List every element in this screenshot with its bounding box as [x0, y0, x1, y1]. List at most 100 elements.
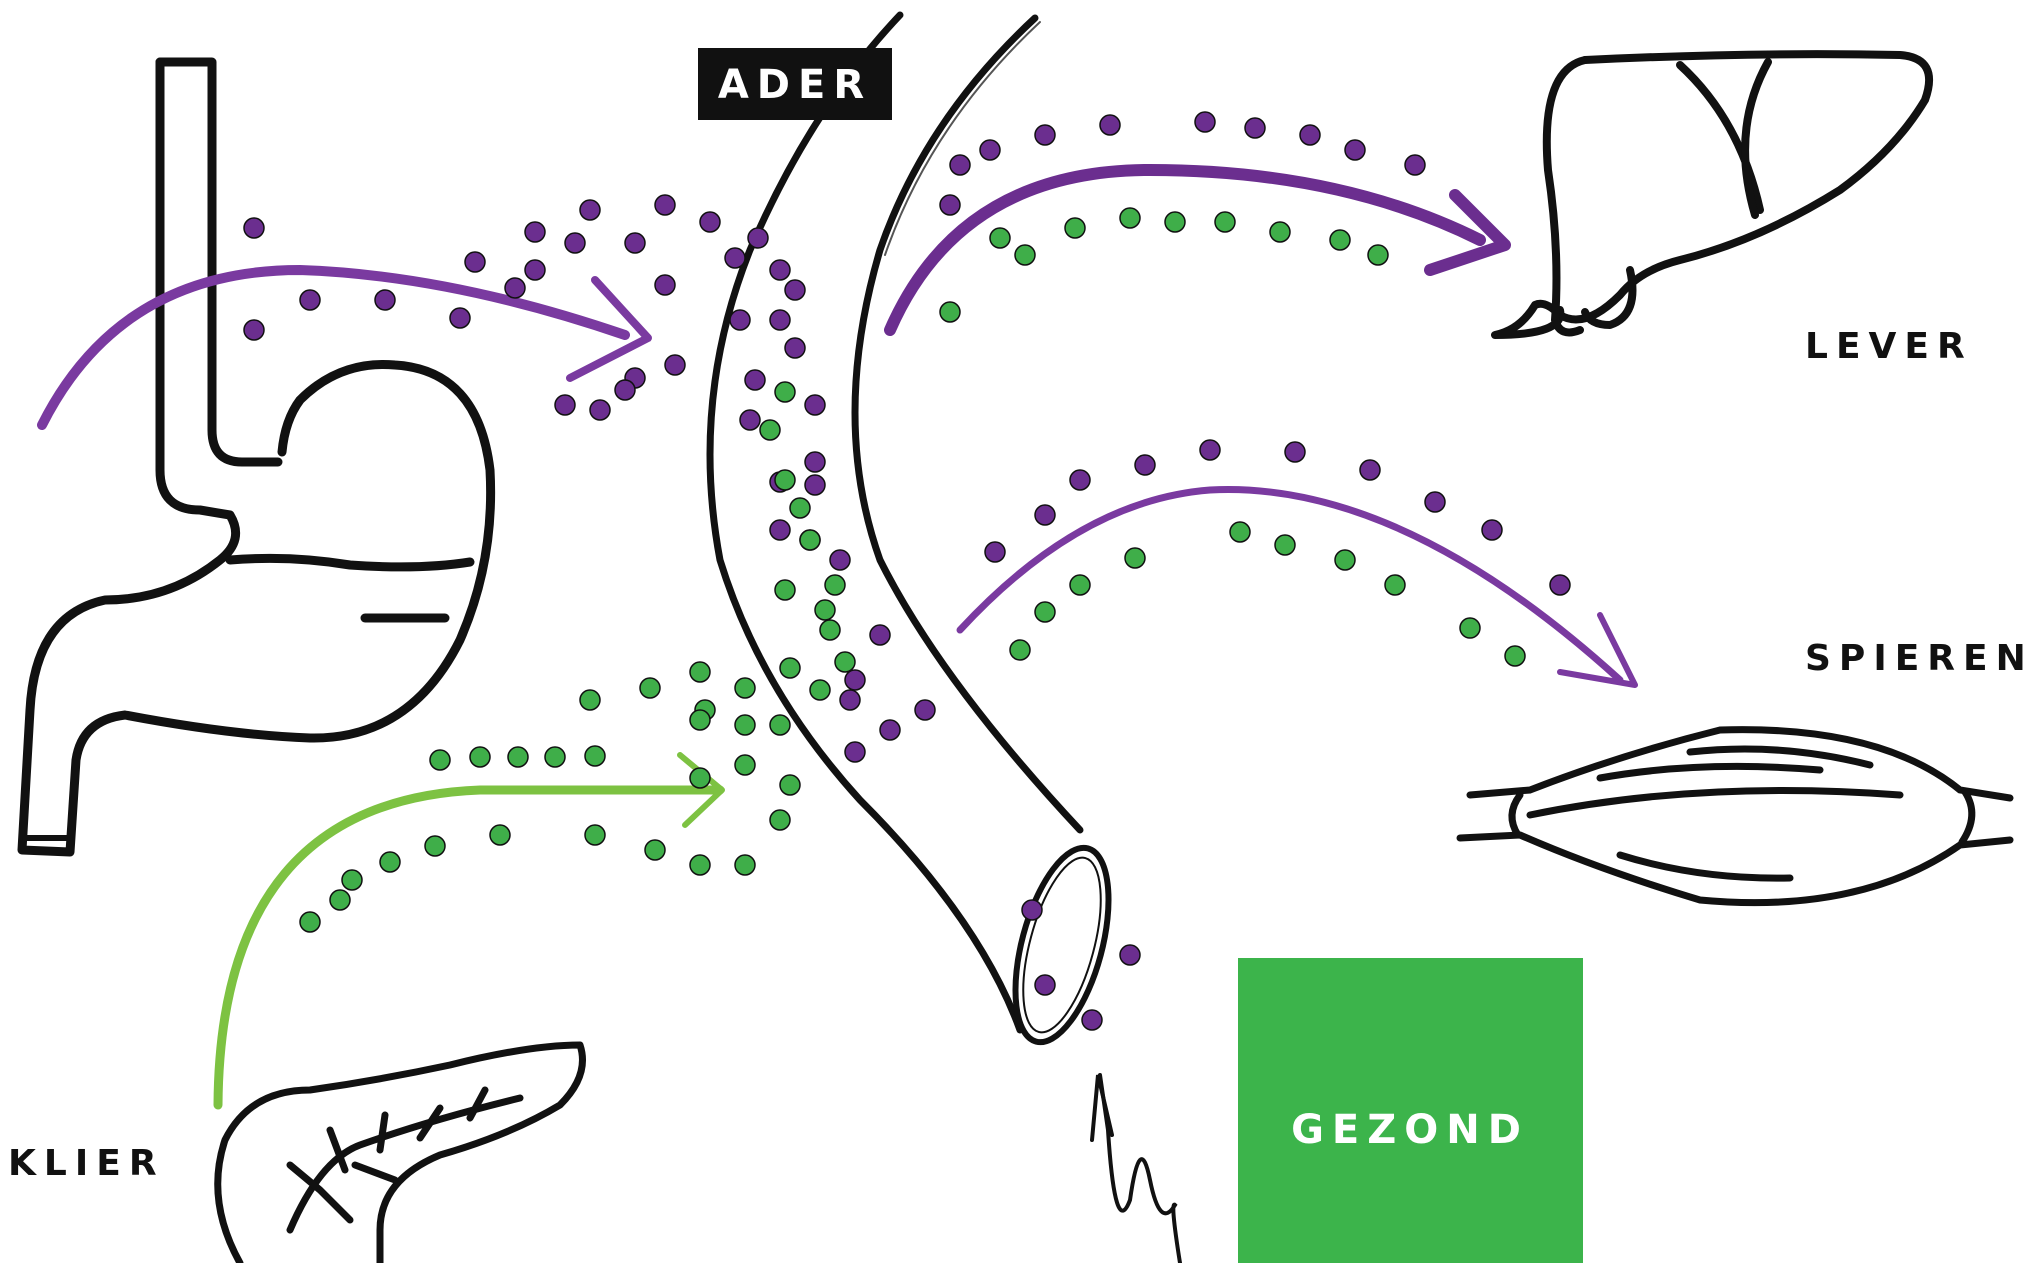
purple-particle-dot	[1482, 520, 1502, 540]
purple-particle-dot	[770, 310, 790, 330]
green-particle-dot	[690, 710, 710, 730]
purple-particle-dot	[1035, 505, 1055, 525]
green-particle-dot	[735, 678, 755, 698]
purple-particle-dot	[805, 452, 825, 472]
purple-particle-dot	[1135, 455, 1155, 475]
purple-particle-dot	[1120, 945, 1140, 965]
green-particle-dot	[585, 825, 605, 845]
green-particle-dot	[1230, 522, 1250, 542]
green-particle-dot	[1125, 548, 1145, 568]
purple-particle-dot	[730, 310, 750, 330]
green-particle-dot	[690, 768, 710, 788]
purple-particle-dot	[785, 338, 805, 358]
green-particle-dot	[490, 825, 510, 845]
green-particle-dot	[735, 715, 755, 735]
green-particle-dot	[1330, 230, 1350, 250]
purple-particle-dot	[525, 222, 545, 242]
purple-particle-dot	[940, 195, 960, 215]
green-particle-dot	[425, 836, 445, 856]
purple-particle-dot	[915, 700, 935, 720]
green-particle-dot	[835, 652, 855, 672]
purple-particle-dot	[845, 742, 865, 762]
muscles-label: SPIEREN	[1805, 638, 2029, 679]
purple-particle-dot	[1195, 112, 1215, 132]
purple-particle-dot	[880, 720, 900, 740]
purple-particle-dot	[1200, 440, 1220, 460]
purple-particle-dot	[745, 370, 765, 390]
green-particle-dot	[508, 747, 528, 767]
green-particle-dot	[760, 420, 780, 440]
purple-particle-dot	[1082, 1010, 1102, 1030]
green-particle-dot	[1035, 602, 1055, 622]
purple-particle-dot	[655, 195, 675, 215]
vessel-label-box: ADER	[698, 48, 892, 120]
purple-particle-dot	[725, 248, 745, 268]
purple-particle-dot	[465, 252, 485, 272]
purple-particle-dot	[805, 475, 825, 495]
green-particle-dot	[775, 470, 795, 490]
green-particle-dot	[585, 746, 605, 766]
green-particle-dot	[690, 855, 710, 875]
purple-particle-dot	[1035, 975, 1055, 995]
purple-particle-dot	[845, 670, 865, 690]
purple-particle-dot	[785, 280, 805, 300]
green-particle-dot	[300, 912, 320, 932]
purple-particle-dot	[1070, 470, 1090, 490]
purple-particle-dot	[805, 395, 825, 415]
green-particle-dot	[645, 840, 665, 860]
purple-particle-dot	[580, 200, 600, 220]
purple-particle-dot	[505, 278, 525, 298]
green-particle-dot	[1270, 222, 1290, 242]
green-particle-dot	[810, 680, 830, 700]
green-particle-dot	[1368, 245, 1388, 265]
liver-label: LEVER	[1805, 326, 1973, 367]
green-particle-dot	[1385, 575, 1405, 595]
purple-particle-dot	[985, 542, 1005, 562]
purple-particle-dot	[1550, 575, 1570, 595]
green-particle-dot	[1070, 575, 1090, 595]
purple-particle-dot	[840, 690, 860, 710]
arrow-vessel-to-muscles-head	[1560, 615, 1635, 685]
green-particle-dot	[820, 620, 840, 640]
purple-particle-dot	[1425, 492, 1445, 512]
green-particle-dot	[580, 690, 600, 710]
purple-particle-dot	[615, 380, 635, 400]
arrow-stomach-to-vessel	[42, 270, 625, 425]
liver-icon	[1495, 54, 1929, 335]
green-particle-dot	[1460, 618, 1480, 638]
purple-particle-dot	[625, 233, 645, 253]
purple-particle-dot	[1100, 115, 1120, 135]
green-particle-dot	[770, 810, 790, 830]
green-particle-dot	[1065, 218, 1085, 238]
green-particle-dot	[775, 580, 795, 600]
green-particle-dot	[1015, 245, 1035, 265]
green-particle-dot	[735, 855, 755, 875]
purple-particle-dot	[770, 260, 790, 280]
green-particle-dot	[1335, 550, 1355, 570]
purple-particle-dot	[1360, 460, 1380, 480]
green-particle-dot	[470, 747, 490, 767]
green-particle-dot	[1505, 646, 1525, 666]
muscle-icon	[1460, 730, 2010, 903]
squiggle-arrow-icon	[1092, 1075, 1180, 1263]
green-particle-dot	[1215, 212, 1235, 232]
purple-particle-dot	[565, 233, 585, 253]
purple-particle-dot	[1405, 155, 1425, 175]
green-particle-dot	[1165, 212, 1185, 232]
purple-particle-dot	[748, 228, 768, 248]
green-particle-dot	[825, 575, 845, 595]
purple-particle-dot	[1300, 125, 1320, 145]
arrow-vessel-to-liver	[890, 170, 1480, 330]
green-particle-dot	[990, 228, 1010, 248]
purple-particle-dot	[590, 400, 610, 420]
gland-label: KLIER	[8, 1143, 165, 1184]
vessel-label: ADER	[718, 62, 872, 108]
purple-particle-dot	[1285, 442, 1305, 462]
purple-particle-dot	[770, 520, 790, 540]
purple-particle-dot	[655, 275, 675, 295]
purple-particle-dot	[1245, 118, 1265, 138]
green-particle-dot	[815, 600, 835, 620]
purple-particle-dot	[830, 550, 850, 570]
purple-particle-dot	[555, 395, 575, 415]
